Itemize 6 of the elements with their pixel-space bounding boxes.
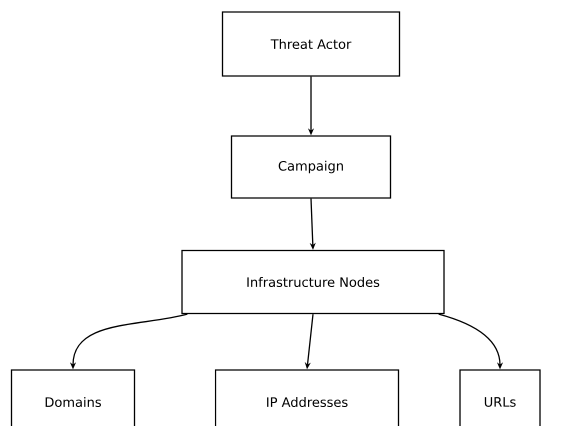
process-box: IP Addresses — [214, 369, 400, 426]
process-box: Threat Actor — [222, 11, 400, 77]
process-box: Infrastructure Nodes — [181, 250, 445, 314]
process-box: URLs — [459, 369, 541, 426]
process-box: Domains — [10, 369, 136, 426]
process-box: Campaign — [230, 135, 392, 199]
